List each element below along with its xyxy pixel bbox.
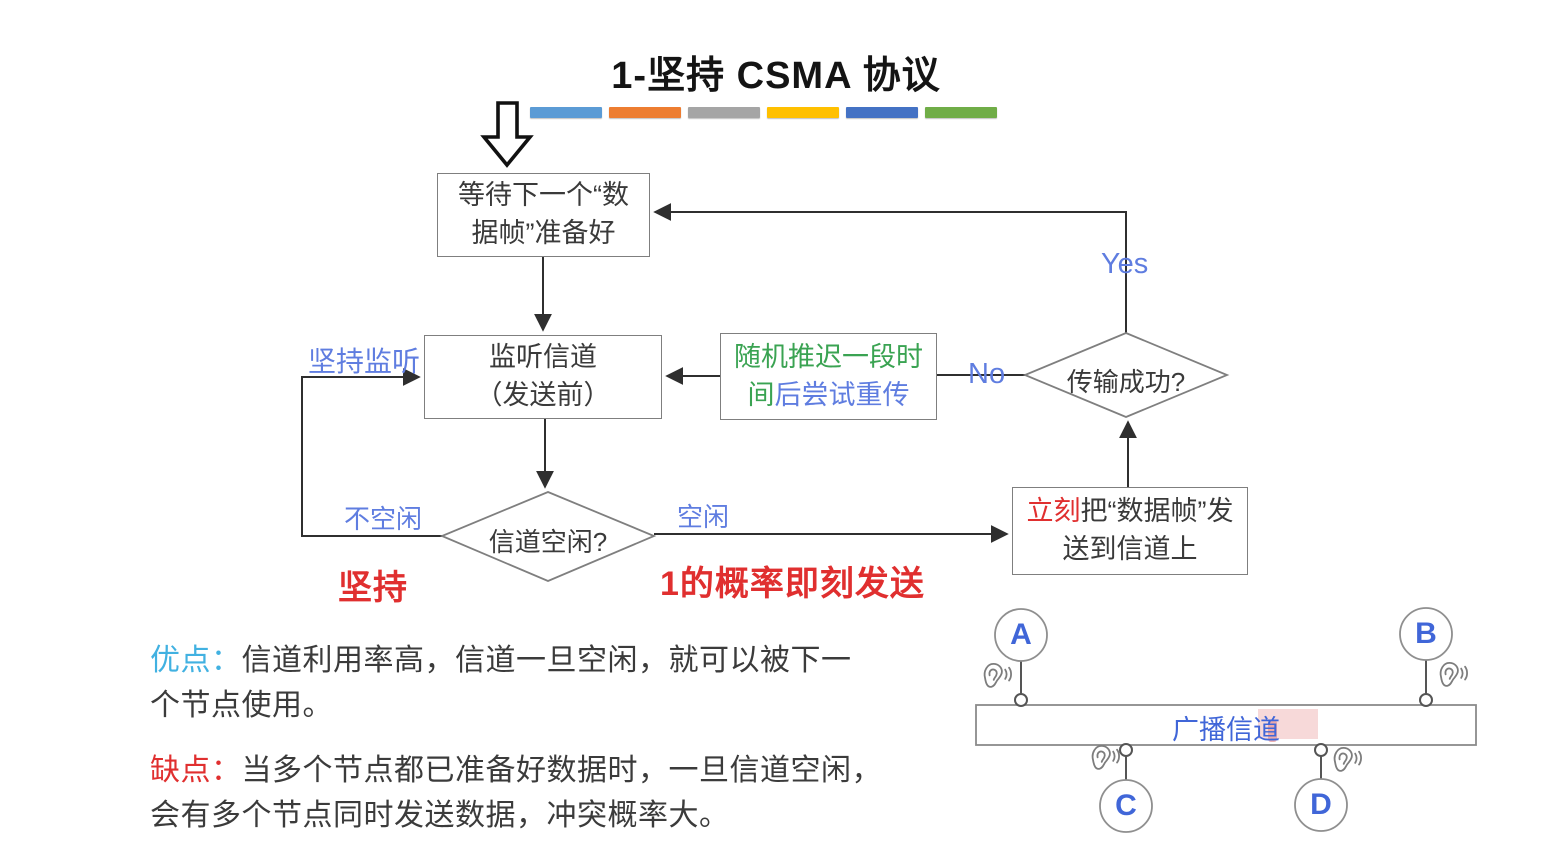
broadcast-channel-label: 广播信道 [1172, 715, 1280, 745]
node-d-tap [1314, 743, 1328, 757]
node-a-tap [1014, 693, 1028, 707]
node-b-tap [1419, 693, 1433, 707]
flow-box-wait-frame-line1: 等待下一个“数 [458, 180, 629, 211]
diamond-channel-idle [439, 491, 657, 582]
ear-icon [983, 662, 1012, 688]
edge-notidle-loop [301, 368, 442, 537]
pros-line2: 个节点使用。 [150, 689, 333, 722]
page-title: 1-坚持 CSMA 协议 [611, 55, 941, 97]
label-yes: Yes [1101, 248, 1149, 280]
flow-box-send-immediate-word: 立刻 [1026, 496, 1081, 527]
cons-line1: 当多个节点都已准备好数据时，一旦信道空闲， [241, 754, 882, 787]
label-persist-listen: 坚持监听 [308, 346, 421, 377]
flow-box-wait-frame: 等待下一个“数 据帧”准备好 [437, 173, 650, 257]
label-not-idle: 不空闲 [344, 504, 423, 534]
legend-bar-blue [530, 107, 602, 118]
flow-box-send-line2: 送到信道上 [1062, 534, 1198, 564]
label-idle: 空闲 [677, 502, 730, 532]
legend-bar-gray [688, 107, 760, 118]
node-d-circle [1294, 778, 1348, 832]
cons-label: 缺点： [150, 754, 242, 787]
legend-bar-yellow [767, 107, 839, 118]
flow-box-listen-line1: 监听信道 [489, 342, 597, 373]
ear-icon [1439, 661, 1468, 687]
flow-box-send-immediately: 立刻把“数据帧”发 送到信道上 [1012, 487, 1248, 575]
flow-box-listen-line2: （发送前） [475, 380, 611, 410]
flow-box-retry-line2-green: 间 [747, 379, 775, 410]
node-d-label: D [1310, 788, 1332, 821]
annotation-persist: 坚持 [338, 569, 408, 607]
node-c-label: C [1115, 789, 1137, 822]
ear-icon [1091, 744, 1120, 770]
ear-icon [1333, 746, 1362, 772]
node-b-label: B [1415, 617, 1437, 650]
node-c-tap [1119, 743, 1133, 757]
broadcast-channel-bar [975, 704, 1477, 746]
pros-line1: 信道利用率高，信道一旦空闲，就可以被下一 [241, 644, 852, 677]
diamond-transmission-success-label: 传输成功? [1066, 367, 1186, 397]
diamond-transmission-success [1022, 332, 1230, 418]
flow-box-listen-channel: 监听信道 （发送前） [424, 335, 662, 419]
channel-label-smudge [1268, 720, 1277, 742]
label-no: No [968, 358, 1006, 390]
legend-bar-orange [609, 107, 681, 118]
cons-line2: 会有多个节点同时发送数据，冲突概率大。 [150, 799, 730, 832]
flow-box-random-retry: 随机推迟一段时 间后尝试重传 [720, 333, 937, 420]
flow-box-wait-frame-line2: 据帧”准备好 [471, 218, 616, 248]
flow-box-retry-line2-blue: 后尝试重传 [774, 379, 910, 410]
diamond-channel-idle-label: 信道空闲? [488, 527, 608, 557]
node-b-circle [1399, 607, 1453, 661]
legend-bar-darkblue [846, 107, 918, 118]
pros-label: 优点： [150, 644, 242, 677]
node-a-circle [994, 608, 1048, 662]
node-a-label: A [1010, 618, 1032, 651]
flow-box-send-line1: 把“数据帧”发 [1080, 496, 1234, 527]
node-c-circle [1099, 779, 1153, 833]
legend-bars [530, 107, 997, 118]
start-arrow-icon [480, 101, 534, 168]
pros-paragraph: 优点：信道利用率高，信道一旦空闲，就可以被下一 个节点使用。 [150, 638, 870, 728]
flow-box-retry-line1: 随机推迟一段时 [734, 341, 923, 372]
annotation-prob-1-send: 1的概率即刻发送 [660, 565, 925, 603]
legend-bar-green [925, 107, 997, 118]
cons-paragraph: 缺点：当多个节点都已准备好数据时，一旦信道空闲， 会有多个节点同时发送数据，冲突… [150, 748, 910, 838]
edge-success-yes-loop [653, 203, 1127, 333]
